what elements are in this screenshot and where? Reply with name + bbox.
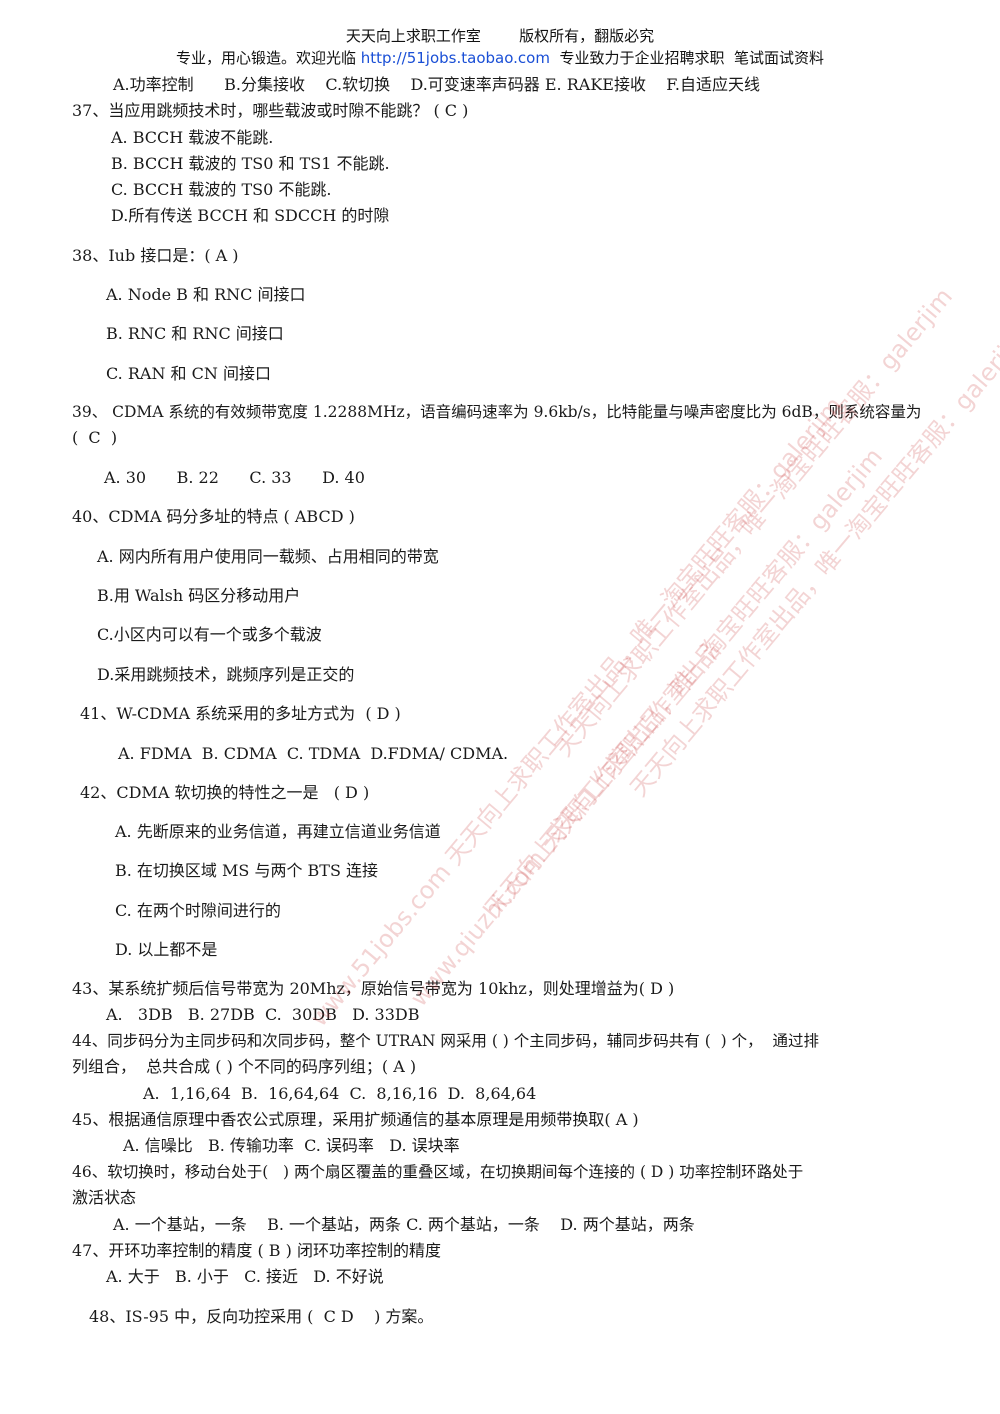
q44-question: 44、同步码分为主同步码和次同步码，整个 UTRAN 网采用 ( ) 个主同步码… (72, 1032, 819, 1050)
q46-question-cont: 激活状态 (72, 1188, 137, 1207)
q40-option-d: D.采用跳频技术，跳频序列是正交的 (97, 665, 355, 684)
q38-option-b: B. RNC 和 RNC 间接口 (106, 324, 284, 343)
q39-question: 39、 CDMA 系统的有效频带宽度 1.2288MHz，语音编码速率为 9.6… (72, 403, 922, 421)
q42-question: 42、CDMA 软切换的特性之一是 ( D ) (80, 783, 370, 802)
q45-options: A. 信噪比 B. 传输功率 C. 误码率 D. 误块率 (123, 1136, 460, 1155)
q47-question: 47、开环功率控制的精度 ( B ) 闭环功率控制的精度 (72, 1241, 441, 1260)
header-tagline: 专业致力于企业招聘求职 笔试面试资料 (549, 49, 825, 67)
q37-option-b: B. BCCH 载波的 TS0 和 TS1 不能跳. (111, 154, 390, 173)
q44-question-cont: 列组合， 总共合成 ( ) 个不同的码序列组；( A ) (72, 1057, 417, 1076)
q43-options: A. 3DB B. 27DB C. 30DB D. 33DB (106, 1005, 420, 1024)
header-line-1: 天天向上求职工作室 版权所有，翻版必究 (345, 27, 655, 45)
q38-question: 38、Iub 接口是：( A ) (72, 246, 239, 265)
q40-option-c: C.小区内可以有一个或多个载波 (97, 625, 322, 644)
q42-option-d: D. 以上都不是 (115, 940, 218, 959)
watermark-text: 天天向上求职工作室出品，唯一淘宝旺旺客服：galerjim (479, 442, 888, 922)
q42-option-c: C. 在两个时隙间进行的 (115, 901, 281, 920)
watermark-text: 天天向上求职工作室出品，唯一淘宝旺旺客服：galerjim (549, 282, 958, 762)
header-slogan: 专业，用心锻造。欢迎光临 (175, 49, 361, 67)
header-line-2: 专业，用心锻造。欢迎光临 http://51jobs.taobao.com 专业… (0, 47, 1000, 68)
q43-question: 43、某系统扩频后信号带宽为 20Mhz，原始信号带宽为 10khz，则处理增益… (72, 979, 675, 998)
q37-option-c: C. BCCH 载波的 TS0 不能跳. (111, 180, 332, 199)
watermark-text: www.qiuzhi.com 天天向上求职工作室出品 (404, 636, 726, 1012)
q42-option-a: A. 先断原来的业务信道，再建立信道业务信道 (115, 822, 441, 841)
q46-question: 46、软切换时，移动台处于( ) 两个扇区覆盖的重叠区域，在切换期间每个连接的 … (72, 1163, 804, 1181)
q47-options: A. 大于 B. 小于 C. 接近 D. 不好说 (106, 1267, 384, 1286)
q37-question: 37、当应用跳频技术时，哪些载波或时隙不能跳？ ( C ) (72, 101, 469, 120)
q39-answer: ( C ) (72, 428, 118, 447)
q46-options: A. 一个基站，一条 B. 一个基站，两条 C. 两个基站，一条 D. 两个基站… (113, 1215, 695, 1234)
q41-options: A. FDMA B. CDMA C. TDMA D.FDMA/ CDMA. (118, 744, 509, 763)
q48-question: 48、IS-95 中，反向功控采用 ( C D ) 方案。 (89, 1307, 434, 1326)
q37-option-d: D.所有传送 BCCH 和 SDCCH 的时隙 (111, 206, 390, 225)
q40-option-b: B.用 Walsh 码区分移动用户 (97, 586, 301, 605)
q40-question: 40、CDMA 码分多址的特点 ( ABCD ) (72, 507, 355, 526)
q38-option-c: C. RAN 和 CN 间接口 (106, 364, 271, 383)
q44-options: A. 1,16,64 B. 16,64,64 C. 8,16,16 D. 8,6… (143, 1084, 537, 1103)
q42-option-b: B. 在切换区域 MS 与两个 BTS 连接 (115, 861, 379, 880)
q39-options: A. 30 B. 22 C. 33 D. 40 (104, 468, 365, 487)
q37-option-a: A. BCCH 载波不能跳. (111, 128, 274, 147)
q36-options: A.功率控制 B.分集接收 C.软切换 D.可变速率声码器 E. RAKE接收 … (113, 75, 761, 94)
header-link[interactable]: http://51jobs.taobao.com (360, 49, 550, 67)
watermark-text: 天天向上求职工作室出品，唯一淘宝旺旺客服：galerjim (624, 322, 1000, 802)
q41-question: 41、W-CDMA 系统采用的多址方式为 ( D ) (80, 704, 401, 723)
q45-question: 45、根据通信原理中香农公式原理，采用扩频通信的基本原理是用频带换取( A ) (72, 1110, 639, 1129)
q40-option-a: A. 网内所有用户使用同一载频、占用相同的带宽 (97, 547, 439, 566)
q38-option-a: A. Node B 和 RNC 间接口 (106, 285, 306, 304)
